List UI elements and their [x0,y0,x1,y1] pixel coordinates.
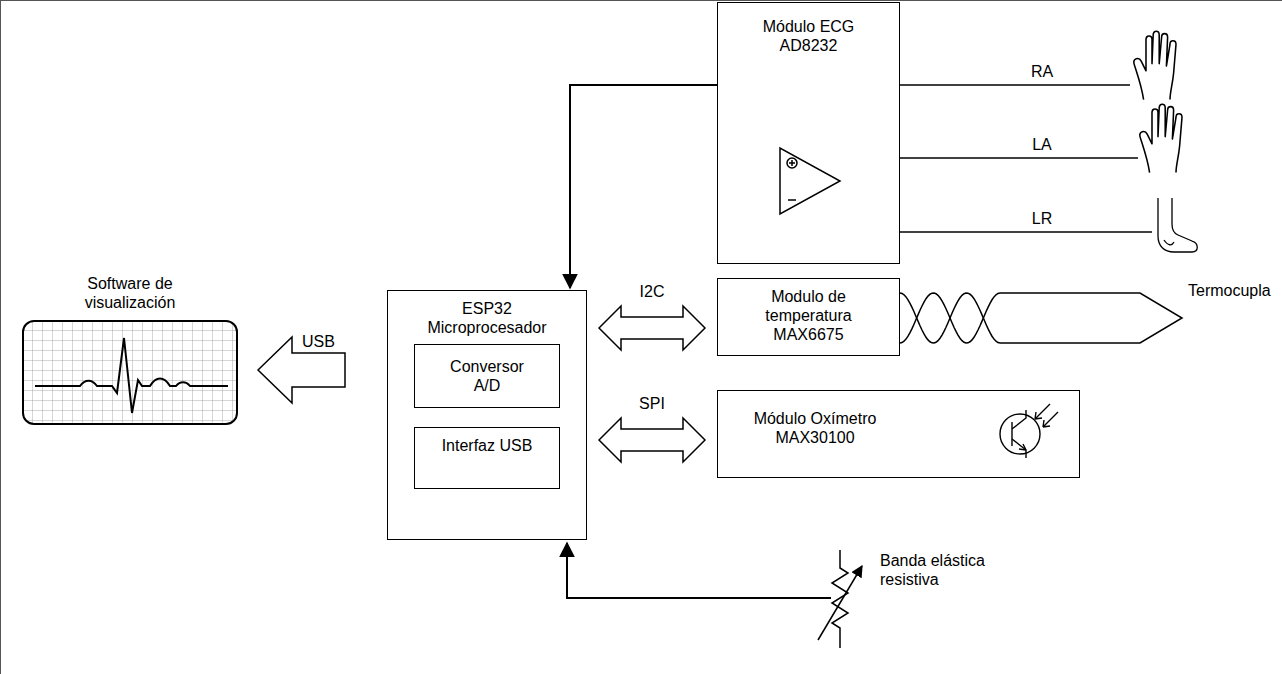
node-label: Modulo de temperatura MAX6675 [754,287,864,345]
opamp-symbol [780,148,840,214]
sub-block: Interfaz USB [414,427,560,489]
lead-name: LA [1032,135,1052,154]
sensor-name: Termocupla [1188,281,1271,300]
node-label: Módulo Oxímetro MAX30100 [730,409,900,447]
twisted-pair [900,293,1000,343]
processor-box: Conversor A/D Interfaz USB ESP32 Microproc… [387,290,587,540]
frame-line [0,0,1,674]
bus-label: I2C [638,282,667,301]
hand-icon [1134,31,1176,99]
lead-wire [900,85,1152,232]
bus-arrow [599,418,705,462]
lead-name: LR [1032,209,1052,228]
bus-label: SPI [637,394,667,413]
node-label: Software de visualización [24,274,236,312]
node-label: Interfaz USB [422,436,552,455]
module-box: Módulo Oxímetro MAX30100 [717,390,1080,478]
bus-label: USB [300,332,337,351]
sensor-name: Banda elástica resistiva [880,551,1004,589]
frame-line [0,0,1282,1]
node-label: Módulo ECG AD8232 [754,17,864,55]
module-box: Modulo de temperatura MAX6675 [717,278,900,356]
module-box: Módulo ECG AD8232 [717,2,900,264]
foot-icon [1158,198,1197,252]
signal-wire [567,543,831,598]
screen-grid [23,321,237,424]
twisted-pair [900,293,1000,343]
node-label: Conversor A/D [442,357,532,395]
node-label: ESP32 Microprocesador [417,299,557,337]
thermocouple [1000,293,1182,343]
screen-box: Software de visualización [22,320,238,425]
foot-icon [1164,240,1174,245]
ecg-trace [35,338,228,413]
hand-icon [1140,104,1182,172]
phototransistor-symbol [1000,404,1058,458]
sub-block: Conversor A/D [414,344,560,408]
signal-arrow [570,85,717,288]
twisted-pair [900,293,1000,343]
bus-arrow [599,306,705,350]
lead-name: RA [1031,62,1053,81]
